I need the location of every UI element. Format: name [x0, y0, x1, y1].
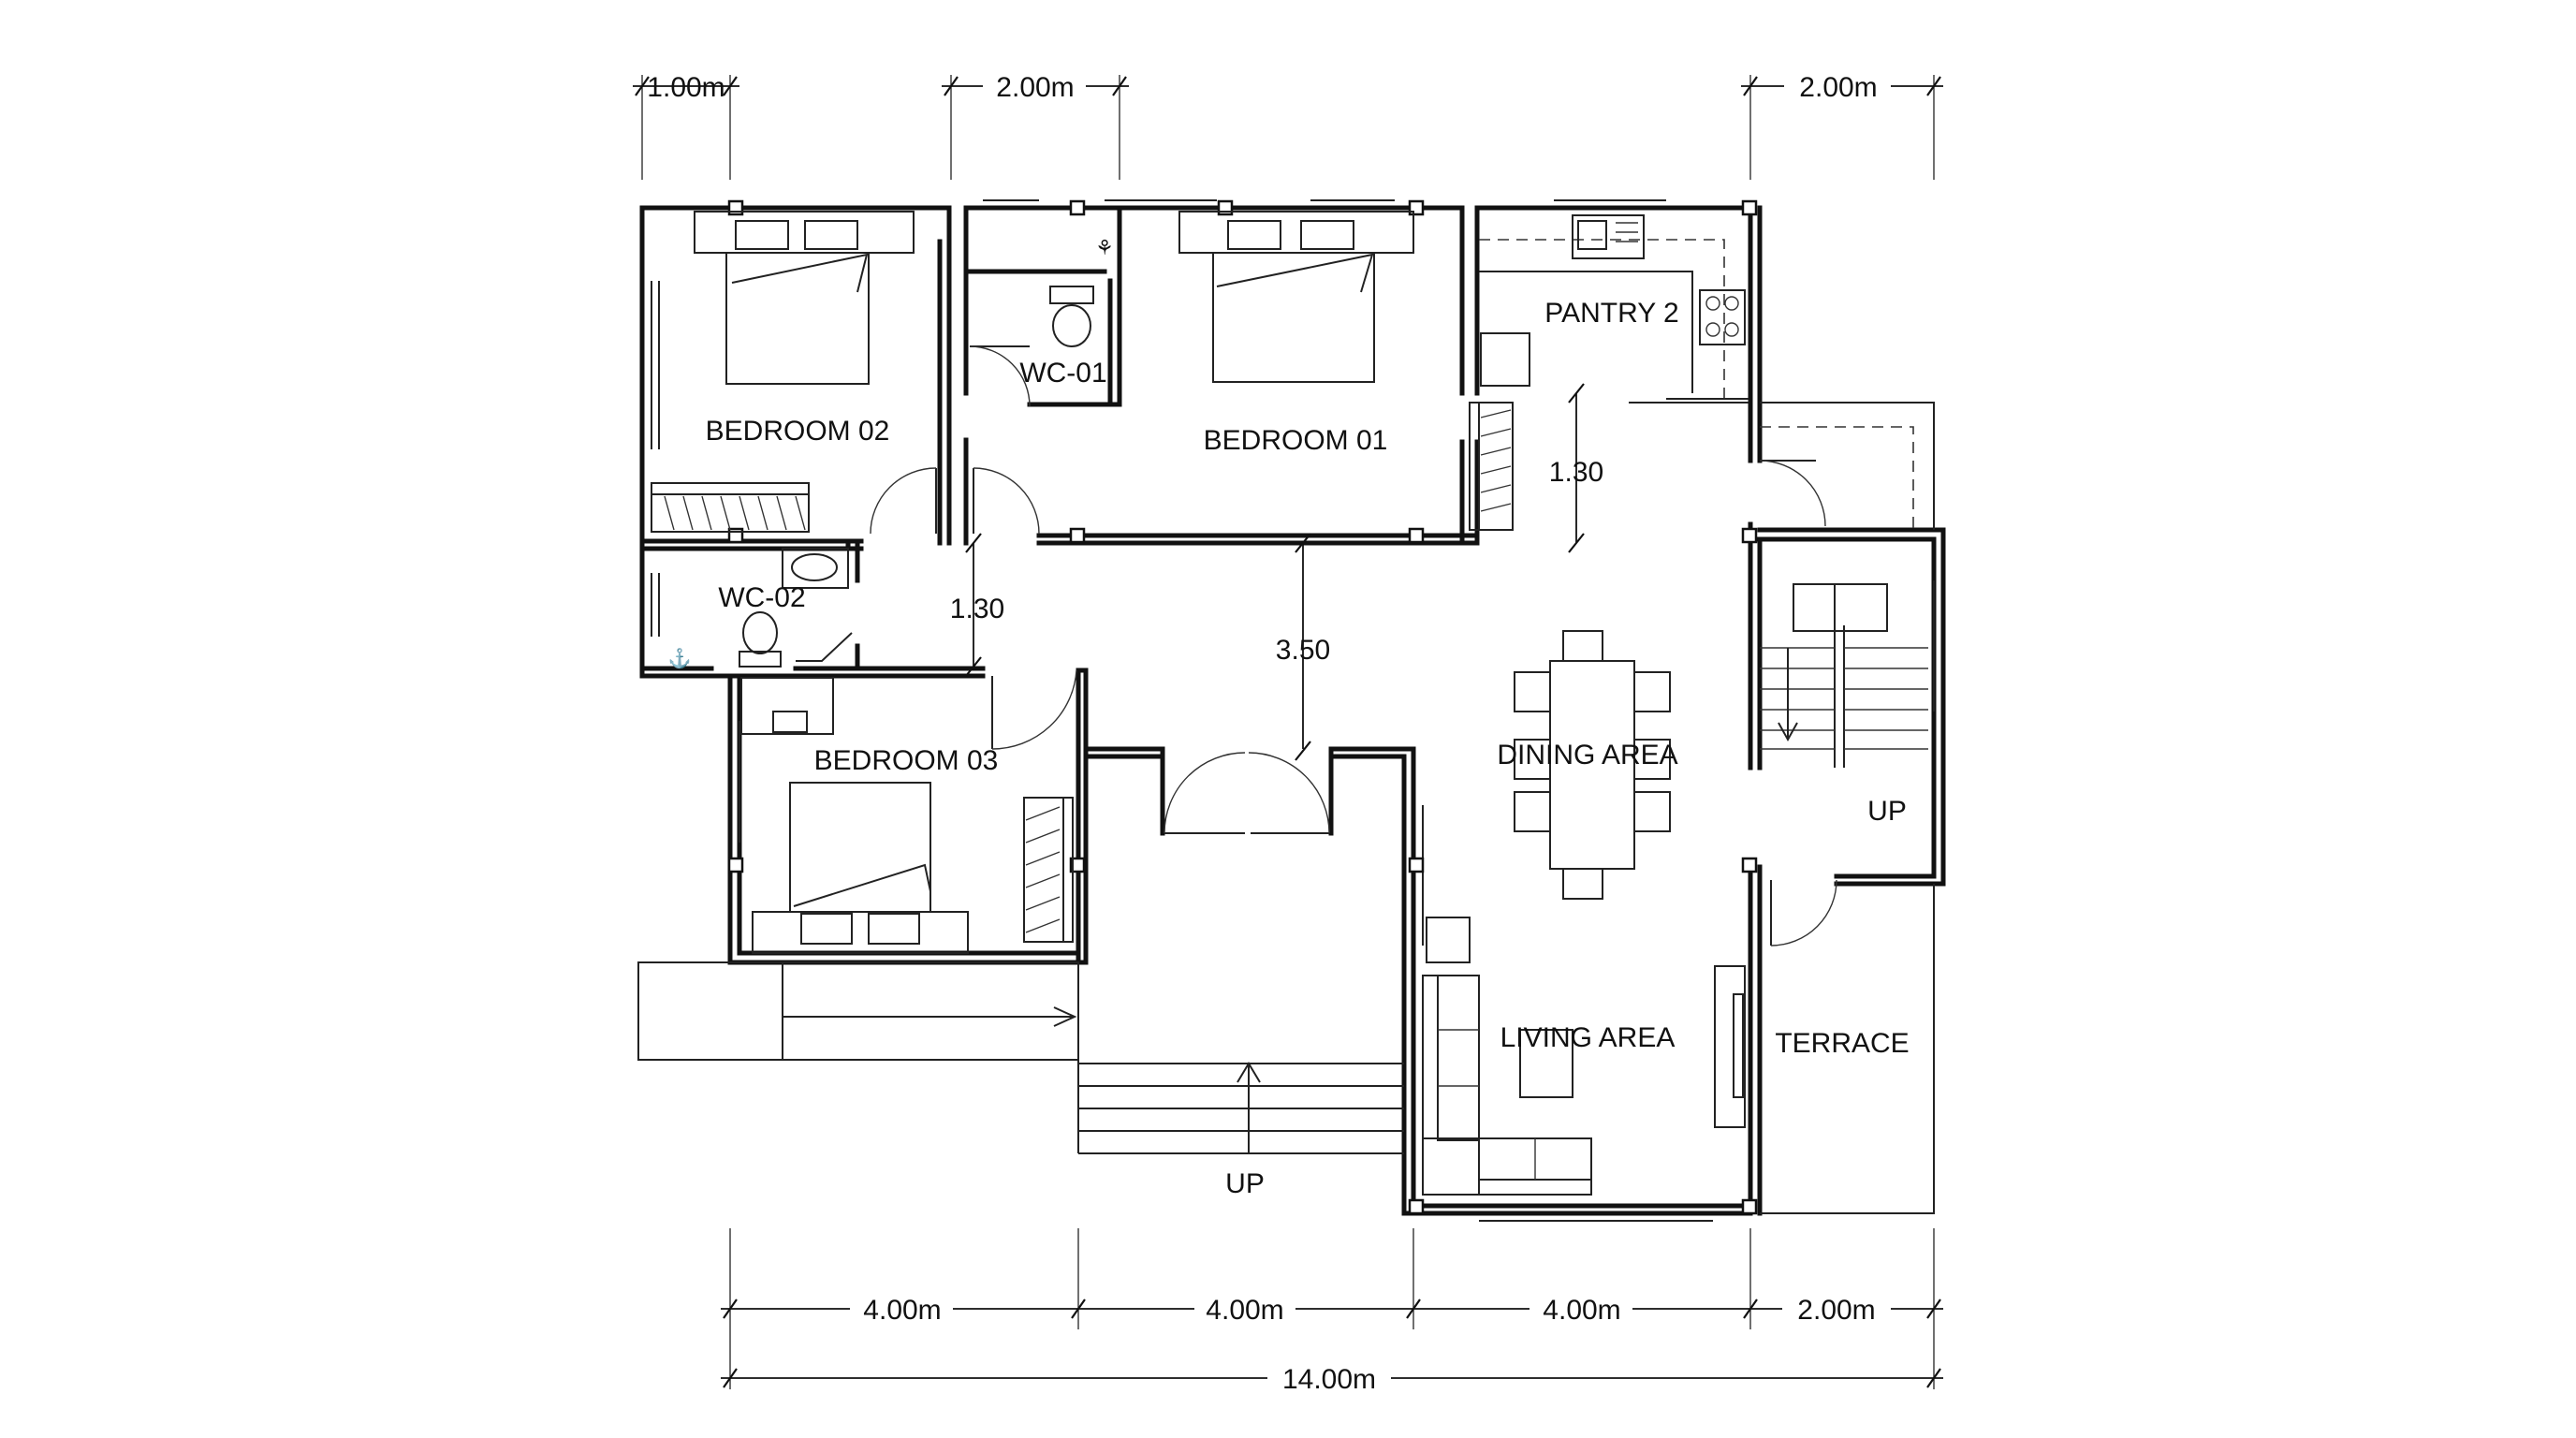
dim-bottom-4: 2.00m — [1797, 1295, 1875, 1326]
bedroom-02-wardrobe — [651, 482, 810, 533]
label-bedroom-02: BEDROOM 02 — [706, 416, 890, 447]
columns — [727, 199, 1758, 1215]
bottom-dimensions — [721, 1228, 1943, 1389]
label-dining-area: DINING AREA — [1497, 740, 1677, 770]
front-steps — [637, 961, 1404, 1154]
dim-top-left: 1.00m — [647, 72, 724, 103]
label-living-area: LIVING AREA — [1500, 1022, 1676, 1053]
dim-top-middle: 2.00m — [996, 72, 1074, 103]
label-wc-02: WC-02 — [718, 582, 805, 613]
dim-bottom-3: 4.00m — [1543, 1295, 1620, 1326]
label-front-steps-up: UP — [1225, 1168, 1265, 1199]
dim-corridor-left: 1.30 — [950, 594, 1004, 624]
label-stair-up: UP — [1867, 796, 1907, 827]
shower-icon: ⚘ — [1095, 236, 1114, 259]
terrace-outline — [1760, 402, 1935, 1214]
walls — [639, 205, 1946, 1216]
dim-corridor-center: 3.50 — [1276, 635, 1330, 666]
corridor-dimensions — [965, 383, 1585, 761]
windows — [651, 199, 1935, 1222]
dim-bottom-2: 4.00m — [1206, 1295, 1283, 1326]
bedroom-01-bed — [1178, 211, 1414, 383]
label-wc-01: WC-01 — [1019, 358, 1106, 389]
doors — [870, 345, 1837, 946]
wc-01-fixtures: ⚘ — [1049, 236, 1114, 347]
wc-02-fixtures: ⚓ — [668, 548, 853, 669]
label-pantry-2: PANTRY 2 — [1544, 298, 1678, 329]
floor-drain-icon: ⚓ — [668, 647, 692, 669]
dim-top-right: 2.00m — [1799, 72, 1877, 103]
internal-stair — [1760, 583, 1928, 768]
bedroom-01-wardrobe — [1469, 402, 1514, 531]
label-bedroom-01: BEDROOM 01 — [1204, 425, 1388, 456]
top-dimensions — [633, 75, 1943, 180]
dim-corridor-right: 1.30 — [1549, 457, 1603, 488]
dim-overall: 14.00m — [1282, 1364, 1376, 1395]
dining-table — [1514, 630, 1671, 900]
label-bedroom-03: BEDROOM 03 — [814, 745, 999, 776]
bedroom-03-furniture — [740, 677, 1074, 954]
pantry-fixtures — [1479, 214, 1749, 404]
label-terrace: TERRACE — [1775, 1028, 1909, 1059]
living-furniture — [1422, 917, 1746, 1196]
bedroom-02-bed — [694, 211, 915, 385]
dim-bottom-1: 4.00m — [863, 1295, 941, 1326]
